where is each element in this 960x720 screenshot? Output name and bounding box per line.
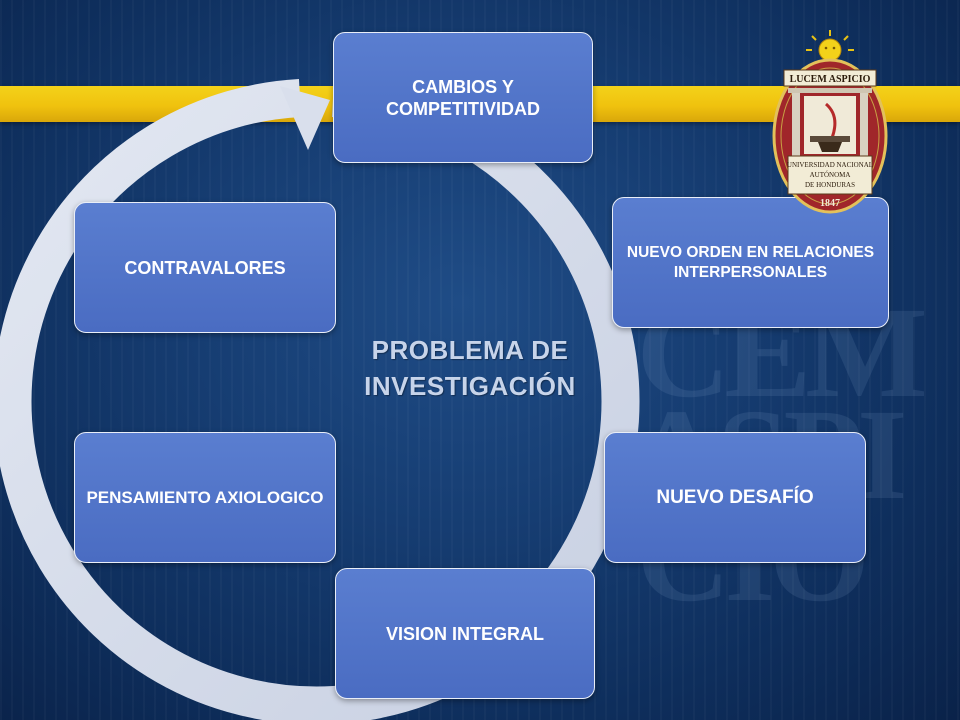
node-label: NUEVO ORDEN EN RELACIONES INTERPERSONALE…: [626, 243, 875, 281]
node-nuevo-orden: NUEVO ORDEN EN RELACIONES INTERPERSONALE…: [612, 197, 889, 328]
node-contravalores: CONTRAVALORES: [74, 202, 336, 333]
seal-university-line2: AUTÓNOMA: [810, 171, 851, 179]
center-title-line2: INVESTIGACIÓN: [364, 371, 576, 401]
seal-university-line1: UNIVERSIDAD NACIONAL: [787, 161, 873, 169]
node-label: CONTRAVALORES: [124, 257, 286, 278]
seal-year: 1847: [820, 198, 840, 209]
center-title-line1: PROBLEMA DE: [371, 335, 569, 365]
cycle-arrowhead: [280, 86, 330, 150]
node-cambios-competitividad: CAMBIOS Y COMPETITIVIDAD: [333, 32, 593, 163]
node-label: PENSAMIENTO AXIOLOGICO: [86, 487, 324, 507]
sun-icon: [806, 30, 854, 62]
seal-university-line3: DE HONDURAS: [805, 181, 855, 189]
node-nuevo-desafio: NUEVO DESAFÍO: [604, 432, 866, 563]
university-seal-logo: LUCEM ASPICIO UNIVERSIDAD NACIONAL AUTÓN…: [772, 30, 888, 214]
node-label: CAMBIOS Y COMPETITIVIDAD: [385, 76, 540, 119]
center-title: PROBLEMA DE INVESTIGACIÓN: [335, 332, 605, 404]
node-label: VISION INTEGRAL: [385, 623, 544, 644]
node-label: NUEVO DESAFÍO: [656, 486, 814, 508]
node-vision-integral: VISION INTEGRAL: [335, 568, 595, 699]
seal-motto: LUCEM ASPICIO: [790, 74, 871, 85]
node-pensamiento-axiologico: PENSAMIENTO AXIOLOGICO: [74, 432, 336, 563]
